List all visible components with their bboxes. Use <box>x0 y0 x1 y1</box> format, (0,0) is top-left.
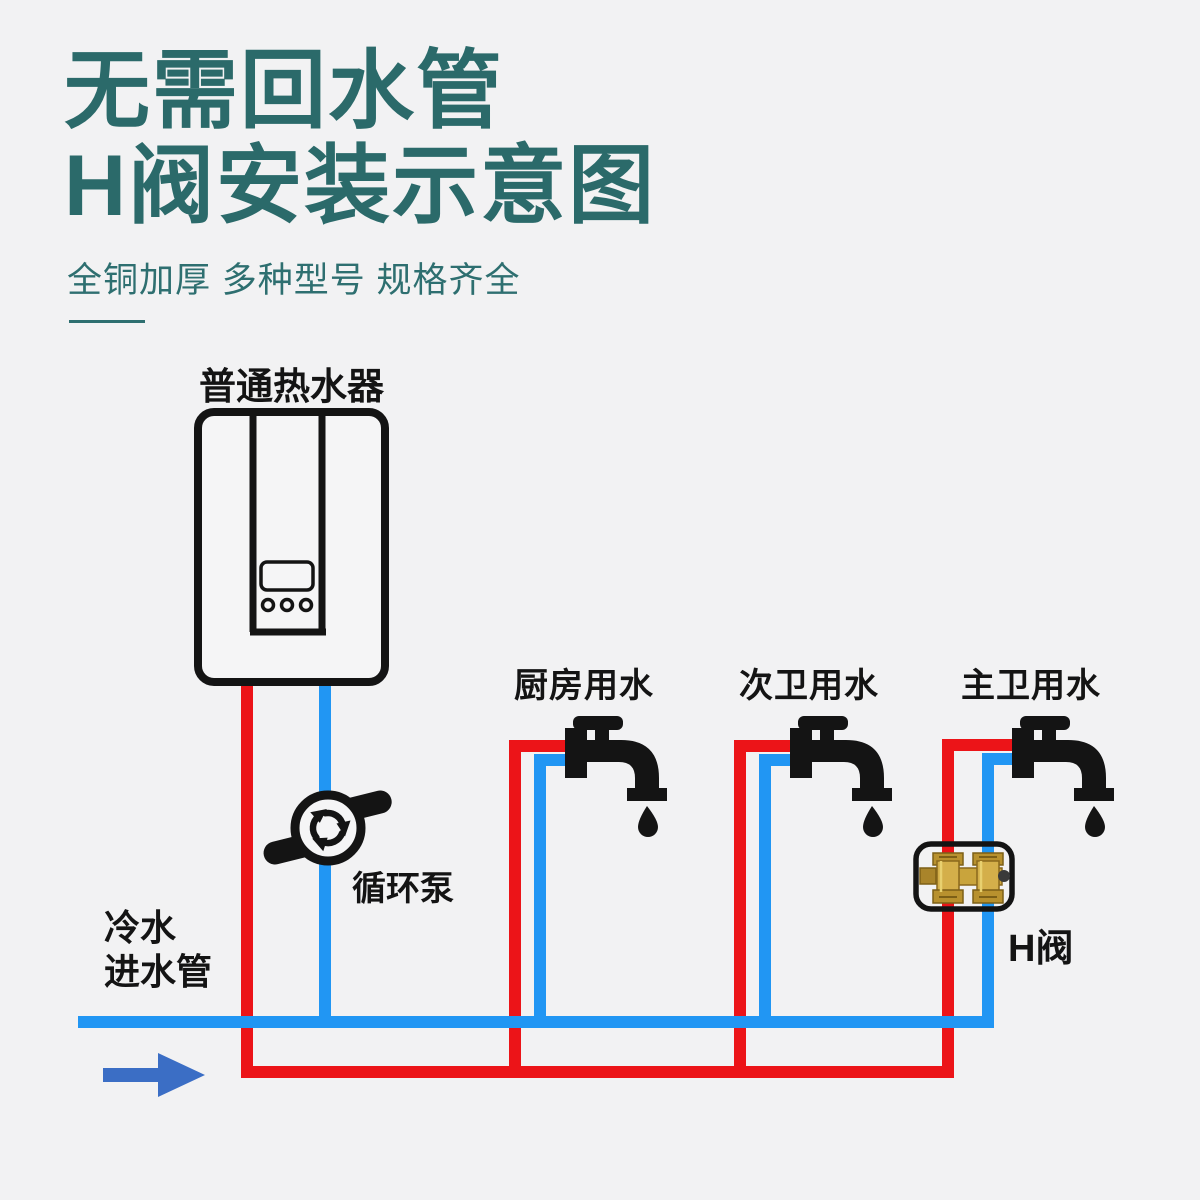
cold-inlet-line1: 冷水 <box>104 907 177 948</box>
valve-right-port <box>972 852 1004 904</box>
valve-label: H阀 <box>1008 928 1074 970</box>
title-line2: H阀安装示意图 <box>64 138 657 234</box>
cold-inlet-label: 冷水进水管 <box>104 906 212 994</box>
faucet-label-master-bath: 主卫用水 <box>961 667 1101 705</box>
heater-label: 普通热水器 <box>199 366 384 407</box>
faucet-icon-master-bath <box>1012 716 1114 837</box>
heater-display <box>259 560 315 592</box>
faucet-icon-second-bath <box>790 716 892 837</box>
page-subtitle: 全铜加厚 多种型号 规格齐全 <box>67 261 521 300</box>
title-line1: 无需回水管 <box>64 43 504 139</box>
faucet-icon-kitchen <box>565 716 667 837</box>
faucet-label-second-bath: 次卫用水 <box>739 667 879 705</box>
pump-label: 循环泵 <box>352 870 454 908</box>
cold-inlet-line2: 进水管 <box>104 951 213 992</box>
cold-water-pipes <box>78 680 1014 1028</box>
accent-rule <box>69 320 145 323</box>
heater-buttons <box>260 597 314 613</box>
flow-arrow-icon <box>103 1053 205 1097</box>
valve-left-port <box>932 852 964 904</box>
circulation-pump-icon <box>263 790 392 866</box>
recycle-arrows <box>309 809 351 852</box>
h-valve-icon <box>913 841 1015 912</box>
faucet-label-kitchen: 厨房用水 <box>514 667 654 705</box>
hot-water-pipes <box>241 680 1014 1078</box>
water-heater-icon <box>194 408 389 686</box>
